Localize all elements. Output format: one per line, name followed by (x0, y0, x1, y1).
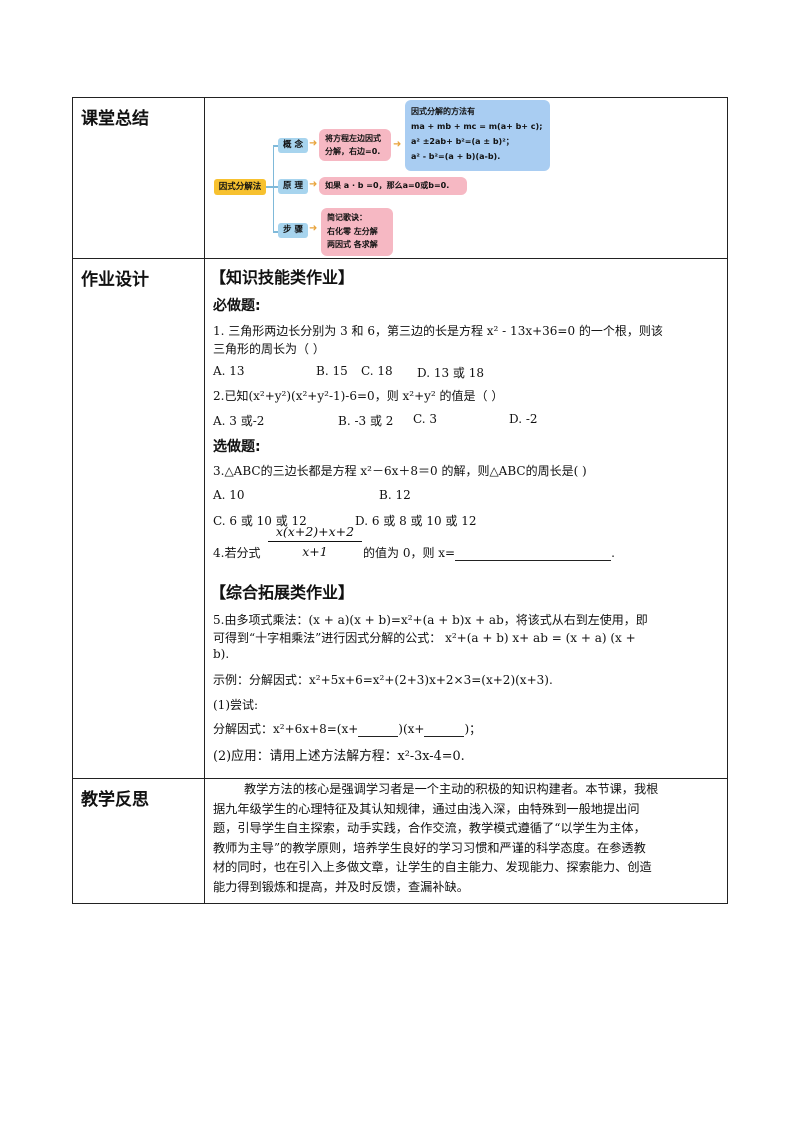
reflection-line: 材的同时，也在引入上多做文章，让学生的自主能力、发现能力、探索能力、创造 (213, 860, 652, 874)
arrow-icon: ➜ (309, 223, 318, 234)
answer-blank[interactable] (358, 723, 399, 737)
bracket-tick (273, 186, 278, 188)
try-prefix: 分解因式：x²+6x+8=(x+ (213, 722, 359, 736)
apply: (2)应用：请用上述方法解方程：x²-3x-4=0. (213, 749, 465, 764)
q4-end: . (611, 546, 615, 560)
section-title-extension: 【综合拓展类作业】 (210, 583, 355, 602)
desc-line: 简记歌诀： (327, 213, 367, 222)
reflection-line: 能力得到锻炼和提高，并及时反馈，查漏补缺。 (213, 879, 469, 894)
q1-option: A. 13 (213, 364, 245, 378)
q4-suffix-text: 的值为 0，则 x= (363, 546, 456, 560)
arrow-icon: ➜ (393, 139, 402, 150)
arrow-icon: ➜ (309, 138, 318, 149)
fraction-denominator: x+1 (302, 544, 328, 559)
q2-option: B. -3 或 2 (338, 414, 394, 428)
try-label: (1)尝试: (213, 698, 259, 712)
answer-blank[interactable] (455, 546, 612, 561)
methods-title: 因式分解的方法有 (411, 107, 475, 116)
fraction-bar (268, 541, 362, 542)
try-factor: 分解因式：x²+6x+8=(x+ )(x+ )； (213, 720, 481, 737)
column-divider (204, 98, 205, 903)
bracket-tick (273, 145, 278, 147)
question-1-line2: 三角形的周长为（ ） (213, 342, 325, 356)
q1-option: C. 18 (361, 364, 393, 378)
question-3: 3.△ABC的三边长都是方程 x²－6x＋8＝0 的解，则△ABC的周长是( ) (213, 464, 587, 478)
question-5-line3: b). (213, 647, 230, 661)
bracket-line (273, 145, 274, 231)
section-title-skills: 【知识技能类作业】 (210, 268, 355, 287)
answer-blank[interactable] (424, 723, 465, 737)
desc-line: 分解，右边=0. (325, 147, 381, 156)
reflection-line: 教学方法的核心是强调学习者是一个主动的积极的知识构建者。本节课，我根 (213, 782, 659, 796)
methods-line: a² - b²=(a + b)(a-b). (411, 152, 501, 161)
row-label-homework: 作业设计 (81, 270, 149, 290)
q1-option: B. 15 (316, 364, 348, 378)
question-1-line1: 1. 三角形两边长分别为 3 和 6，第三边的长是方程 x² - 13x+36=… (213, 324, 663, 338)
row-divider (73, 258, 727, 259)
branch-steps: 步 骤 (278, 223, 308, 238)
q3-option: C. 6 或 10 或 12 (213, 514, 307, 528)
branch-principle: 原 理 (278, 179, 308, 194)
reflection-paragraph: 教学方法的核心是强调学习者是一个主动的积极的知识构建者。本节课，我根 据九年级学… (213, 780, 723, 897)
q4-fraction: x(x+2)+x+2 x+1 (268, 524, 362, 559)
concept-desc: 将方程左边因式 分解，右边=0. (319, 129, 391, 161)
reflection-line: 教师为主导”的教学原则，培养学生良好的学习习惯和严谨的科学态度。在参透教 (213, 840, 646, 855)
question-4-prefix: 4.若分式 (213, 546, 261, 560)
try-end: )； (464, 722, 482, 736)
q3-option: D. 6 或 8 或 10 或 12 (355, 514, 477, 528)
q2-option: A. 3 或-2 (213, 414, 265, 428)
row-label-reflection: 教学反思 (81, 790, 149, 810)
diagram-root: 因式分解法 (214, 179, 266, 195)
fraction-numerator: x(x+2)+x+2 (275, 524, 355, 539)
steps-desc: 简记歌诀： 右化零 左分解 两因式 各求解 (321, 208, 393, 256)
q2-option: C. 3 (413, 412, 438, 426)
q2-option: D. -2 (509, 412, 538, 426)
branch-concept: 概 念 (278, 138, 308, 153)
must-do-heading: 必做题: (213, 298, 261, 314)
methods-line: a² ±2ab+ b²=(a ± b)²； (411, 137, 514, 146)
question-5-line2: 可得到“十字相乘法”进行因式分解的公式： x²+(a + b) x+ ab = … (213, 631, 636, 645)
arrow-icon: ➜ (309, 179, 318, 190)
q1-option: D. 13 或 18 (417, 366, 484, 380)
lesson-table: 课堂总结 作业设计 教学反思 因式分解法 概 念 原 理 步 骤 ➜ ➜ ➜ 将… (72, 97, 728, 904)
desc-line: 两因式 各求解 (327, 240, 378, 249)
q3-option: A. 10 (213, 488, 245, 502)
example: 示例：分解因式：x²+5x+6=x²+(2+3)x+2×3=(x+2)(x+3)… (213, 673, 553, 687)
optional-heading: 选做题: (213, 439, 261, 455)
question-4-suffix: 的值为 0，则 x=. (363, 544, 615, 561)
try-mid: )(x+ (398, 722, 425, 736)
bracket-tick (273, 231, 278, 233)
bracket-connector (266, 186, 273, 188)
methods-box: 因式分解的方法有 ma + mb + mc = m(a+ b+ c); a² ±… (405, 100, 550, 171)
reflection-line: 据九年级学生的心理特征及其认知规律，通过由浅入深，由特殊到一般地提出问 (213, 801, 640, 816)
row-divider (73, 778, 727, 779)
q3-option: B. 12 (379, 488, 411, 502)
methods-line: ma + mb + mc = m(a+ b+ c); (411, 122, 543, 131)
question-5-line1: 5.由多项式乘法：(x + a)(x + b)=x²+(a + b)x + ab… (213, 613, 648, 627)
desc-line: 右化零 左分解 (327, 226, 378, 236)
reflection-line: 题，引导学生自主探索，动手实践，合作交流，教学模式遵循了“以学生为主体， (213, 821, 646, 835)
desc-line: 将方程左边因式 (325, 134, 381, 143)
principle-desc: 如果 a · b =0，那么a=0或b=0. (319, 177, 467, 195)
row-label-summary: 课堂总结 (81, 109, 149, 129)
question-2: 2.已知(x²+y²)(x²+y²-1)-6=0，则 x²+y² 的值是（ ） (213, 389, 504, 403)
